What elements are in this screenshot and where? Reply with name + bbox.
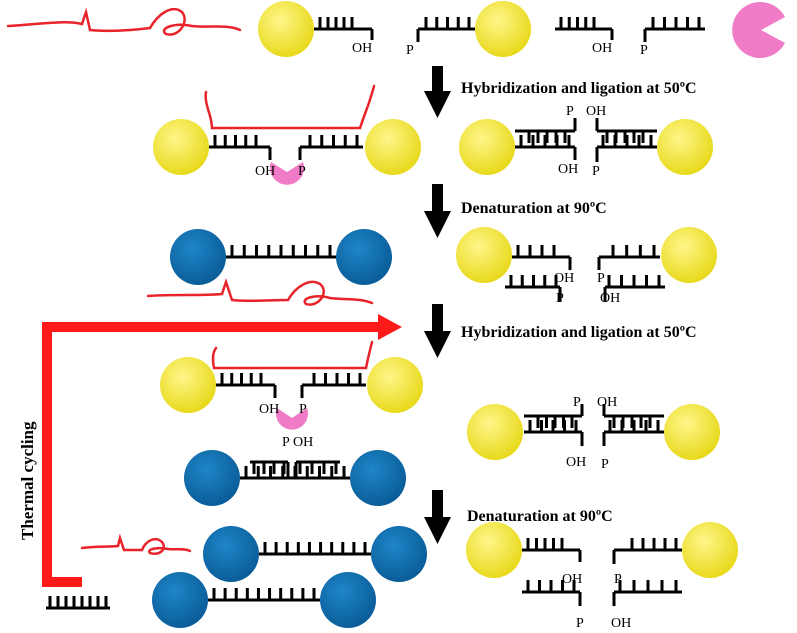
- phosphate-end-label: P: [573, 395, 581, 410]
- phosphate-end-label: P: [299, 402, 307, 417]
- phosphate-end-label: P: [298, 164, 306, 179]
- hydroxyl-end-label: OH: [554, 271, 574, 286]
- step-label-denaturation-2: Denaturation at 90ºC: [467, 508, 613, 525]
- step-arrow: [424, 184, 451, 238]
- dna-probe-strands: [46, 17, 705, 610]
- step-label-denaturation-1: Denaturation at 90ºC: [461, 200, 607, 217]
- phosphate-end-label: P: [640, 43, 648, 58]
- phosphate-end-label: P: [576, 616, 584, 631]
- hydroxyl-end-label: OH: [352, 41, 372, 56]
- phosphate-end-label: P: [282, 435, 290, 450]
- hydroxyl-end-label: OH: [592, 41, 612, 56]
- step-label-hybridization-2: Hybridization and ligation at 50ºC: [461, 324, 697, 341]
- ligated-nanoparticles: [152, 229, 427, 628]
- template-strand: [80, 533, 192, 555]
- thermal-cycling-label: Thermal cycling: [18, 421, 37, 540]
- template-strand: [6, 7, 242, 36]
- hydroxyl-end-label: OH: [293, 435, 313, 450]
- template-strand: [146, 278, 374, 306]
- hydroxyl-end-label: OH: [259, 402, 279, 417]
- hydroxyl-end-label: OH: [600, 291, 620, 306]
- phosphate-end-label: P: [614, 572, 622, 587]
- hydroxyl-end-label: OH: [255, 164, 275, 179]
- step-label-hybridization-1: Hybridization and ligation at 50ºC: [461, 80, 697, 97]
- phosphate-end-label: P: [597, 271, 605, 286]
- phosphate-end-label: P: [406, 43, 414, 58]
- gold-nanoparticles: [153, 1, 738, 578]
- hydroxyl-end-label: OH: [566, 455, 586, 470]
- step-arrow: [424, 304, 451, 358]
- hydroxyl-end-label: OH: [611, 616, 631, 631]
- phosphate-end-label: P: [601, 457, 609, 472]
- hybridized-template: [211, 340, 374, 370]
- hydroxyl-end-label: OH: [597, 395, 617, 410]
- hybridized-template: [204, 84, 376, 130]
- step-arrow: [424, 490, 451, 544]
- hydroxyl-end-label: OH: [586, 104, 606, 119]
- hydroxyl-end-label: OH: [562, 572, 582, 587]
- phosphate-end-label: P: [566, 104, 574, 119]
- step-arrow: [424, 66, 451, 118]
- phosphate-end-label: P: [592, 164, 600, 179]
- ligase-enzyme: [270, 2, 785, 430]
- phosphate-end-label: P: [556, 291, 564, 306]
- hydroxyl-end-label: OH: [558, 162, 578, 177]
- thermal-cycling-arrow: [42, 314, 402, 587]
